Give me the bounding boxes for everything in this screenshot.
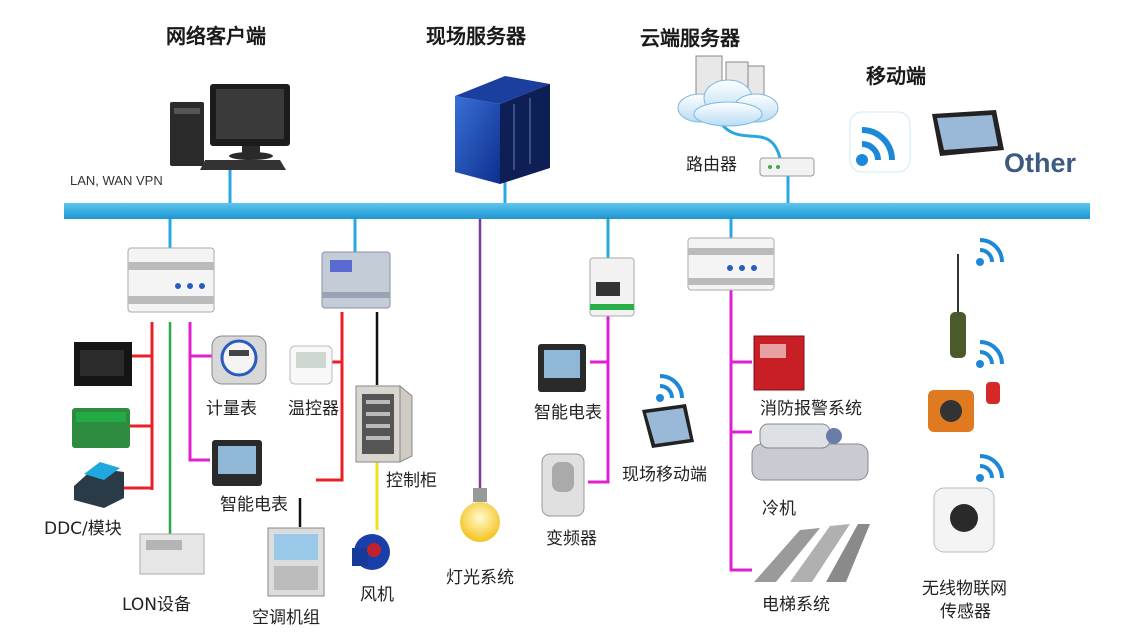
tablet-icon <box>642 404 694 448</box>
inverter-icon <box>541 453 585 517</box>
fire-alarm-icon <box>753 335 805 391</box>
wireless-sensor-icon <box>933 487 995 553</box>
smart-meter-right-icon <box>538 344 586 392</box>
wiring-black <box>298 312 379 527</box>
other-label: Other <box>1004 148 1077 178</box>
light-bulb-icon <box>460 488 500 542</box>
lighting-label: 灯光系统 <box>446 568 514 588</box>
header-mobile: 移动端 <box>866 64 926 88</box>
ddc-device-1-icon <box>74 342 132 386</box>
meter-label: 计量表 <box>206 399 257 419</box>
lon-device-icon <box>139 533 205 575</box>
meter-icon <box>211 335 267 385</box>
upper-connectors <box>228 121 790 205</box>
inverter-label: 变频器 <box>546 529 597 549</box>
gas-detector-icon <box>928 382 1000 432</box>
lan-label: LAN, WAN VPN <box>70 173 163 188</box>
fire-alarm-label: 消防报警系统 <box>760 399 862 419</box>
header-cloud-server: 云端服务器 <box>640 26 740 50</box>
controller-module-icon <box>127 247 215 313</box>
header-client: 网络客户端 <box>166 24 266 48</box>
controller-small-icon <box>589 257 635 317</box>
controller-module-right-icon <box>687 237 775 291</box>
ddc-device-3-icon <box>74 462 124 508</box>
control-cabinet-label: 控制柜 <box>386 471 437 491</box>
smart-meter-right-label: 智能电表 <box>534 403 602 423</box>
ac-unit-label: 空调机组 <box>252 608 320 628</box>
header-onsite-server: 现场服务器 <box>426 24 526 48</box>
wifi-icon <box>656 374 684 402</box>
chiller-icon <box>751 423 869 481</box>
smart-meter-icon <box>212 440 262 486</box>
gateway-icon <box>321 251 391 309</box>
wifi-icon <box>976 238 1004 266</box>
router-icon <box>759 157 815 177</box>
wifi-icon <box>976 340 1004 368</box>
smart-meter-left-label: 智能电表 <box>220 495 288 515</box>
ddc-device-2-icon <box>72 408 130 448</box>
fan-icon <box>352 534 390 570</box>
ac-unit-icon <box>267 527 325 597</box>
wireless-sensor-label-1: 无线物联网 <box>922 579 1007 599</box>
router-label: 路由器 <box>686 155 737 175</box>
chiller-label: 冷机 <box>762 499 796 519</box>
lon-label: LON设备 <box>122 595 191 615</box>
server-tower-icon <box>455 76 550 184</box>
escalator-icon <box>754 524 870 582</box>
bus-drops <box>168 219 733 258</box>
cloud-server-icon <box>677 55 779 127</box>
fan-label: 风机 <box>360 585 394 605</box>
desktop-pc-icon <box>170 84 290 170</box>
wiring-red <box>108 312 344 490</box>
wiring-magenta <box>188 290 752 572</box>
wifi-icon <box>849 111 911 173</box>
ddc-label: DDC/模块 <box>44 519 122 539</box>
antenna-sensor-icon <box>950 254 966 358</box>
network-bus <box>64 203 1090 219</box>
control-cabinet-icon <box>355 384 413 463</box>
thermostat-label: 温控器 <box>288 399 339 419</box>
wifi-icon <box>976 454 1004 482</box>
thermostat-icon <box>289 345 333 385</box>
tablet-icon <box>932 110 1004 156</box>
wireless-sensor-label-2: 传感器 <box>940 602 991 622</box>
elevator-label: 电梯系统 <box>762 595 830 615</box>
onsite-mobile-label: 现场移动端 <box>622 465 707 485</box>
